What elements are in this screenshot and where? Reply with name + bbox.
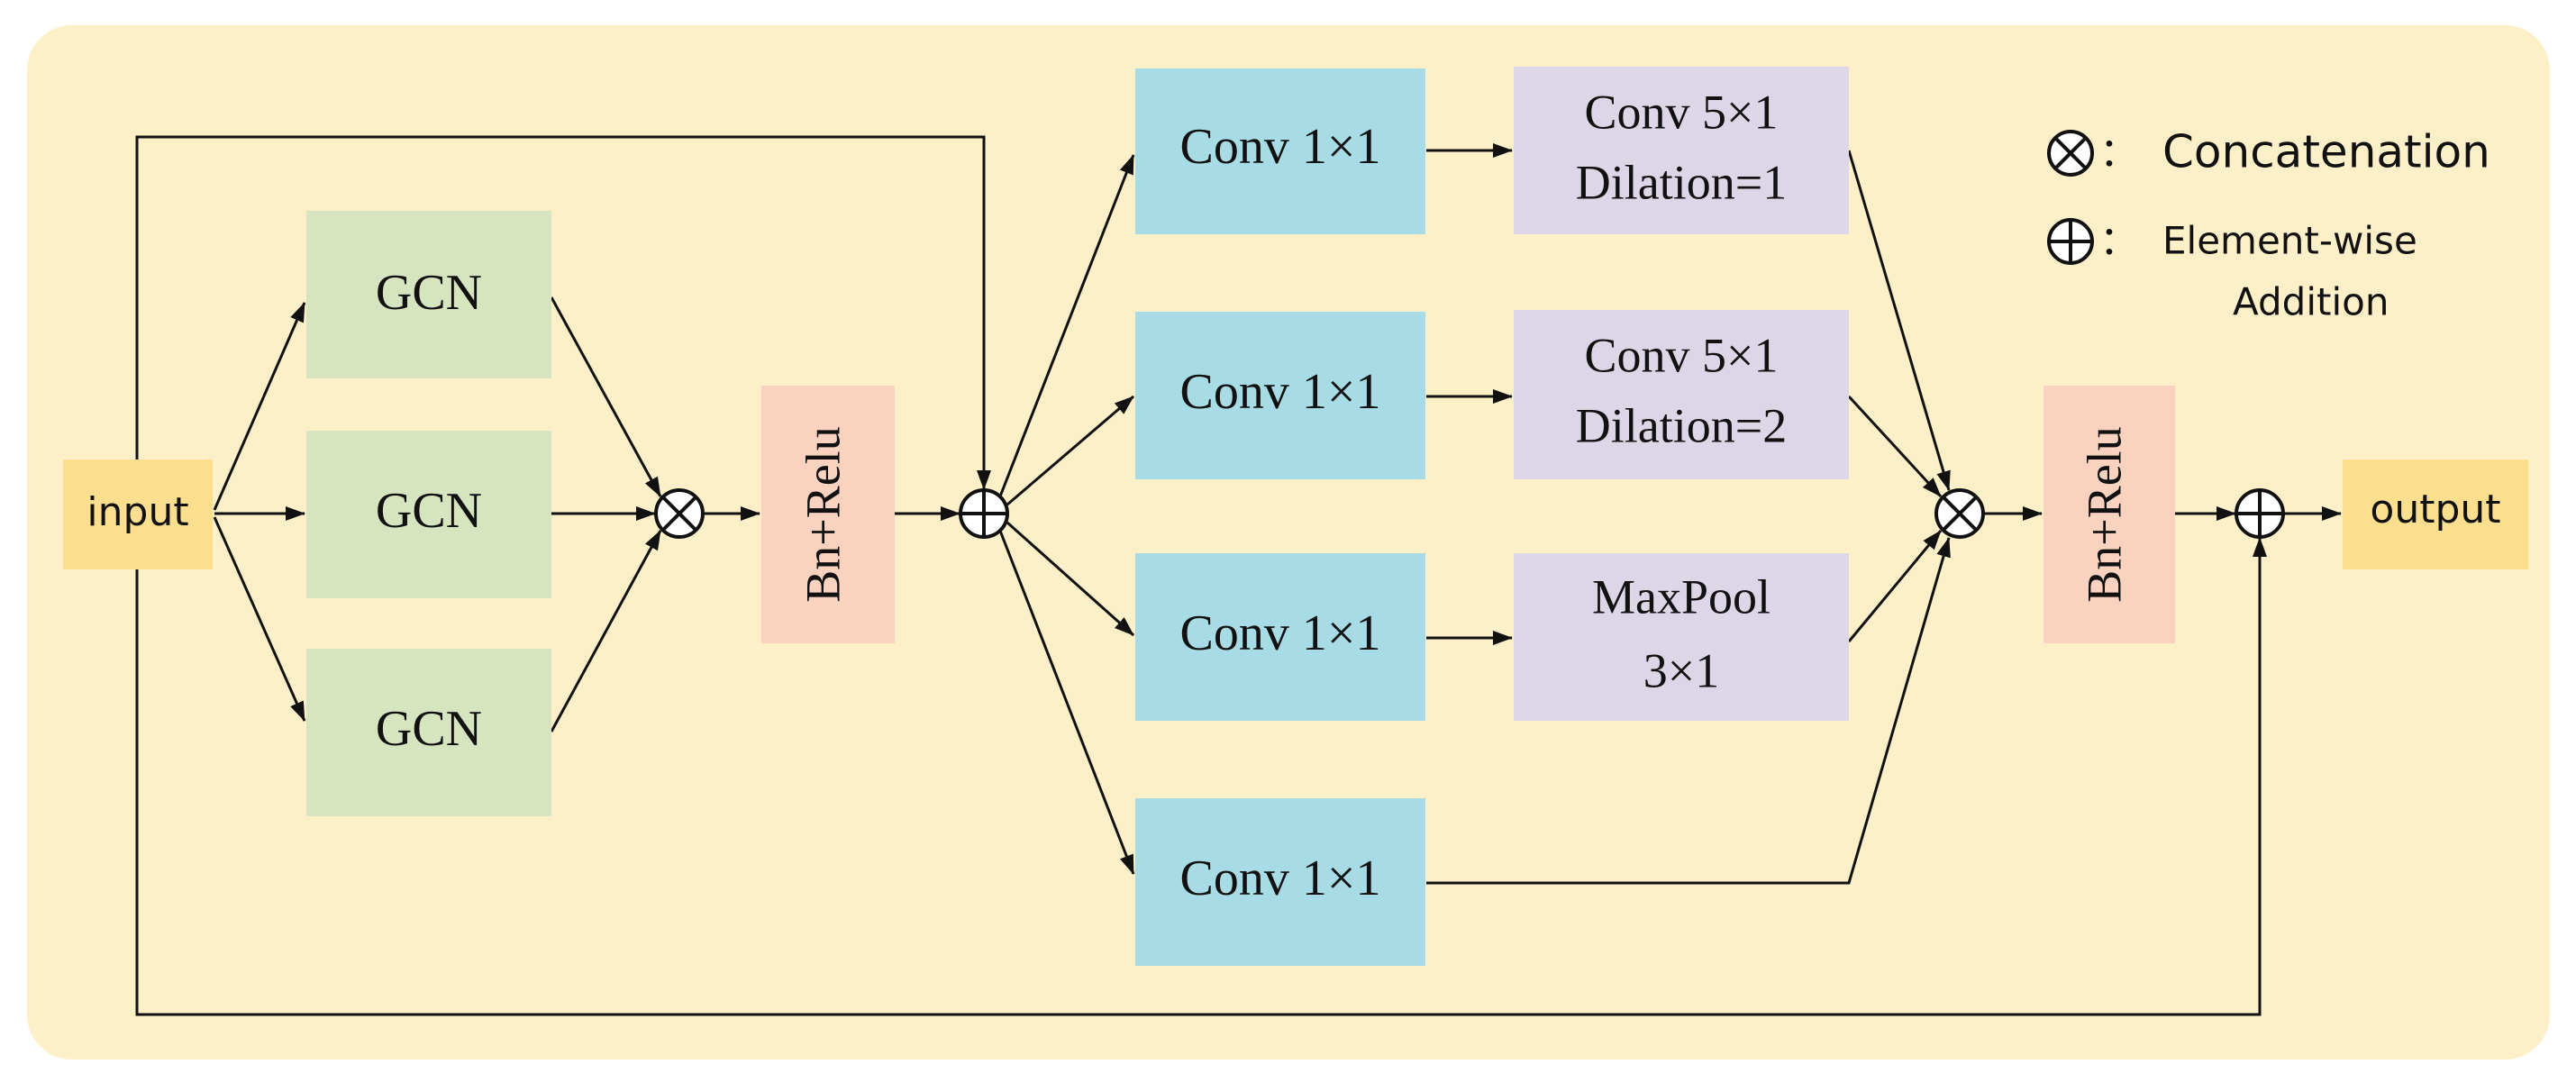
- edge-add1-conv4: [998, 530, 1135, 875]
- conv1x1-block-1: [1135, 68, 1425, 234]
- branch-op-block-2: [1514, 310, 1849, 479]
- gcn-block-3: [306, 649, 551, 816]
- conv1x1-label-3: Conv 1×1: [1180, 605, 1381, 661]
- conv1x1-label-4: Conv 1×1: [1180, 851, 1381, 906]
- branch-op-2-line2: Dilation=2: [1576, 398, 1787, 452]
- edge-input-gcn3: [213, 516, 306, 722]
- bn-relu-block-1: [761, 386, 895, 643]
- edge-conv4-concat2: [1426, 537, 1951, 885]
- gcn-label-2: GCN: [376, 483, 482, 539]
- branch-op-block-1: [1514, 67, 1849, 234]
- edge-add1-conv2: [1006, 395, 1134, 506]
- diagram-background: [27, 25, 2550, 1060]
- gcn-label-3: GCN: [376, 701, 482, 757]
- edge-skip-input-add1: [135, 135, 991, 490]
- conv1x1-block-2: [1135, 312, 1425, 479]
- branch-op-1-line2: Dilation=1: [1576, 155, 1787, 209]
- gcn-label-1: GCN: [376, 265, 482, 321]
- edge-op3-concat2: [1847, 530, 1943, 642]
- legend-add-separator: ：: [2099, 218, 2139, 264]
- bn-relu-label-1: Bn+Relu: [796, 426, 850, 602]
- conv1x1-label-1: Conv 1×1: [1180, 119, 1381, 175]
- branch-op-1-line1: Conv 5×1: [1585, 85, 1779, 139]
- input-label: input: [86, 489, 188, 535]
- edge-input-gcn1: [213, 302, 306, 511]
- legend: ： Concatenation ： Element-wise Addition: [2047, 126, 2490, 324]
- legend-add-label-line2: Addition: [2233, 280, 2389, 324]
- branch-op-2-line1: Conv 5×1: [1585, 328, 1779, 382]
- legend-concat-icon: [2047, 130, 2094, 177]
- edge-add1-conv1: [998, 154, 1135, 497]
- conv1x1-block-3: [1135, 553, 1425, 721]
- output-label: output: [2370, 487, 2500, 532]
- output-node: [2343, 460, 2528, 569]
- legend-add-label-line1: Element-wise: [2162, 219, 2417, 263]
- concat-op-1: [654, 488, 705, 539]
- edge-skip-input-add2: [135, 537, 2267, 1016]
- edge-op2-concat2: [1847, 395, 1943, 498]
- gcn-block-2: [306, 431, 551, 598]
- legend-concat-separator: ：: [2099, 130, 2139, 176]
- bn-relu-block-2: [2044, 386, 2175, 643]
- concat-op-2: [1934, 488, 1985, 539]
- add-op-2: [2235, 488, 2285, 539]
- edges: [135, 135, 2342, 1016]
- branch-op-block-3: [1514, 553, 1849, 721]
- gcn-block-1: [306, 211, 551, 378]
- branch-op-3-line1: MaxPool: [1592, 569, 1770, 623]
- conv1x1-block-4: [1135, 798, 1425, 966]
- edge-add1-conv3: [1006, 521, 1134, 637]
- edge-gcn3-concat: [550, 530, 662, 733]
- input-node: [63, 460, 213, 569]
- edge-gcn1-concat: [550, 296, 662, 497]
- branch-op-3-line2: 3×1: [1643, 643, 1719, 697]
- conv1x1-label-2: Conv 1×1: [1180, 364, 1381, 420]
- add-op-1: [959, 488, 1009, 539]
- edge-op1-concat2: [1847, 150, 1951, 491]
- legend-add-icon: [2047, 218, 2094, 265]
- bn-relu-label-2: Bn+Relu: [2077, 426, 2131, 602]
- legend-concat-label: Concatenation: [2162, 126, 2490, 178]
